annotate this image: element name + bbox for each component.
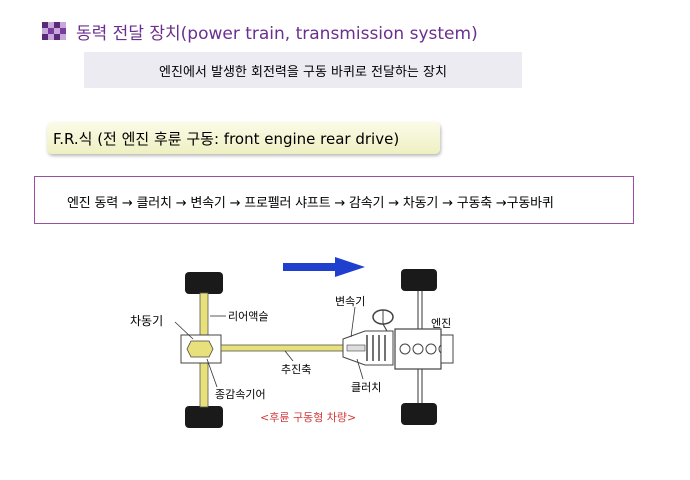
- label-propeller-shaft: 추진축: [281, 363, 311, 376]
- section-title: 동력 전달 장치(power train, transmission syste…: [42, 18, 478, 44]
- label-clutch: 클러치: [351, 381, 381, 394]
- fr-type-text: F.R.식 (전 엔진 후륜 구동: front engine rear dri…: [53, 129, 400, 148]
- front-left-wheel: [401, 269, 437, 291]
- diagram-caption: <후륜 구동형 차량>: [260, 411, 356, 424]
- rear-left-wheel: [185, 272, 223, 294]
- drivetrain-diagram: 차동기 리어액슬 변속기 엔진 추진축 종감속기어 클러치 <후륜 구동형 차량…: [130, 257, 454, 428]
- definition-box: 엔진에서 발생한 회전력을 구동 바퀴로 전달하는 장치: [84, 52, 522, 88]
- fr-type-box: F.R.식 (전 엔진 후륜 구동: front engine rear dri…: [47, 122, 440, 154]
- label-differential: 차동기: [130, 314, 163, 328]
- power-flow-text: 엔진 동력 → 클러치 → 변속기 → 프로펠러 샤프트 → 감속기 → 차동기…: [67, 196, 554, 211]
- definition-text: 엔진에서 발생한 회전력을 구동 바퀴로 전달하는 장치: [159, 64, 447, 80]
- direction-arrow-icon: [283, 257, 365, 277]
- power-flow-box: 엔진 동력 → 클러치 → 변속기 → 프로펠러 샤프트 → 감속기 → 차동기…: [34, 176, 634, 224]
- label-rear-axle: 리어액슬: [228, 310, 268, 323]
- checker-bullet-icon: [42, 22, 66, 40]
- label-final-gear: 종감속기어: [215, 388, 266, 401]
- transmission-unit: [342, 330, 394, 366]
- propeller-shaft: [220, 344, 347, 352]
- label-engine: 엔진: [431, 317, 451, 330]
- steering-wheel-icon: [372, 309, 394, 332]
- engine-block: [394, 328, 454, 370]
- front-right-wheel: [401, 403, 437, 425]
- section-title-text: 동력 전달 장치(power train, transmission syste…: [76, 23, 478, 44]
- rear-right-wheel: [185, 406, 223, 428]
- label-transmission: 변속기: [335, 295, 365, 308]
